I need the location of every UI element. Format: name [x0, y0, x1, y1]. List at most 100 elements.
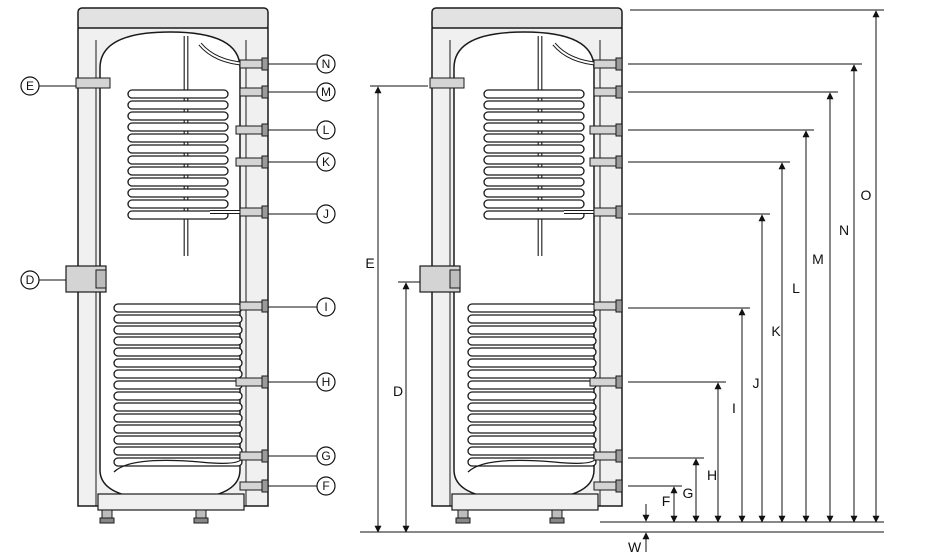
- connection-ports-right: [589, 57, 623, 493]
- coil-turn: [113, 457, 243, 467]
- port-nut-m: [261, 85, 269, 99]
- coil-turn: [467, 303, 597, 313]
- coil-turn: [467, 413, 597, 423]
- callout-label-e: E: [26, 79, 34, 93]
- callout-circle-n: [316, 54, 336, 74]
- coil-turn: [127, 100, 229, 110]
- coil-turn: [113, 446, 243, 456]
- callout-label-f: F: [322, 479, 329, 493]
- coil-swirl: [467, 457, 597, 473]
- coil-turn: [467, 391, 597, 401]
- callout-circle-l: [316, 120, 336, 140]
- callout-label-h: H: [322, 375, 331, 389]
- upper-heating-coil: [127, 89, 229, 220]
- port-nut-h: [615, 375, 623, 389]
- tank-feet: [99, 509, 209, 524]
- coil-turn: [127, 166, 229, 176]
- coil-turn: [127, 199, 229, 209]
- coil-turn: [127, 188, 229, 198]
- port-l: [235, 125, 263, 135]
- coil-turn: [467, 347, 597, 357]
- coil-turn: [467, 446, 597, 456]
- coil-turn: [127, 89, 229, 99]
- coil-turn: [483, 188, 585, 198]
- coil-turn: [483, 166, 585, 176]
- dim-label-h: H: [707, 467, 717, 483]
- coil-turn: [483, 199, 585, 209]
- callout-circle-g: [316, 446, 336, 466]
- callout-label-j: J: [323, 207, 329, 221]
- port-l: [589, 125, 617, 135]
- callout-circle-f: [316, 476, 336, 496]
- coil-turn: [483, 210, 585, 220]
- callout-label-l: L: [323, 123, 330, 137]
- tank-lid: [77, 7, 269, 31]
- coil-turn: [127, 210, 229, 220]
- port-nut-f: [261, 479, 269, 493]
- coil-turn: [483, 111, 585, 121]
- coil-turn: [113, 424, 243, 434]
- coil-turn: [467, 369, 597, 379]
- coil-turn: [467, 358, 597, 368]
- dim-label-w: W: [628, 539, 642, 555]
- coil-turn: [113, 402, 243, 412]
- coil-turn: [483, 100, 585, 110]
- tank-feet-right: [455, 509, 565, 524]
- dim-label-i: I: [732, 400, 736, 416]
- port-nut-m: [615, 85, 623, 99]
- dim-label-o: O: [861, 187, 872, 203]
- callout-circle-k: [316, 152, 336, 172]
- coil-turn: [467, 336, 597, 346]
- port-nut-n: [261, 57, 269, 71]
- coil-turn: [467, 435, 597, 445]
- coil-turn: [483, 177, 585, 187]
- callout-label-k: K: [322, 155, 330, 169]
- dim-label-k: K: [771, 323, 781, 339]
- port-nut-k: [615, 155, 623, 169]
- coil-turn: [113, 347, 243, 357]
- sensor-port-e-right: [429, 77, 465, 89]
- dim-label-g: G: [683, 485, 694, 501]
- coil-turn: [483, 155, 585, 165]
- coil-turn: [127, 122, 229, 132]
- port-k: [589, 157, 617, 167]
- callout-circle-d: [20, 270, 40, 290]
- coil-turn: [113, 314, 243, 324]
- callout-circle-h: [316, 372, 336, 392]
- dim-label-d: D: [393, 383, 403, 399]
- dim-label-l: L: [792, 280, 800, 296]
- callout-label-d: D: [26, 273, 35, 287]
- callout-circle-e: [20, 76, 40, 96]
- port-nut-n: [615, 57, 623, 71]
- port-nut-k: [261, 155, 269, 169]
- port-h: [235, 377, 263, 387]
- callout-label-n: N: [322, 57, 331, 71]
- base-plate: [97, 493, 245, 511]
- coil-turn: [113, 435, 243, 445]
- coil-turn: [113, 369, 243, 379]
- coil-turn: [127, 155, 229, 165]
- port-nut-i: [261, 299, 269, 313]
- callout-circle-i: [316, 297, 336, 317]
- port-nut-i: [615, 299, 623, 313]
- port-k: [235, 157, 263, 167]
- port-nut-f: [615, 479, 623, 493]
- callout-circle-m: [316, 82, 336, 102]
- port-h: [589, 377, 617, 387]
- coil-turn: [127, 111, 229, 121]
- dim-label-m: M: [812, 251, 824, 267]
- coil-turn: [483, 133, 585, 143]
- dim-label-f: F: [662, 493, 671, 509]
- coil-turn: [113, 380, 243, 390]
- upper-heating-coil-right: [483, 89, 585, 220]
- coil-turn: [467, 457, 597, 467]
- coil-turn: [483, 122, 585, 132]
- port-nut-g: [261, 449, 269, 463]
- callout-label-g: G: [321, 449, 330, 463]
- coil-turn: [467, 424, 597, 434]
- callout-circle-j: [316, 204, 336, 224]
